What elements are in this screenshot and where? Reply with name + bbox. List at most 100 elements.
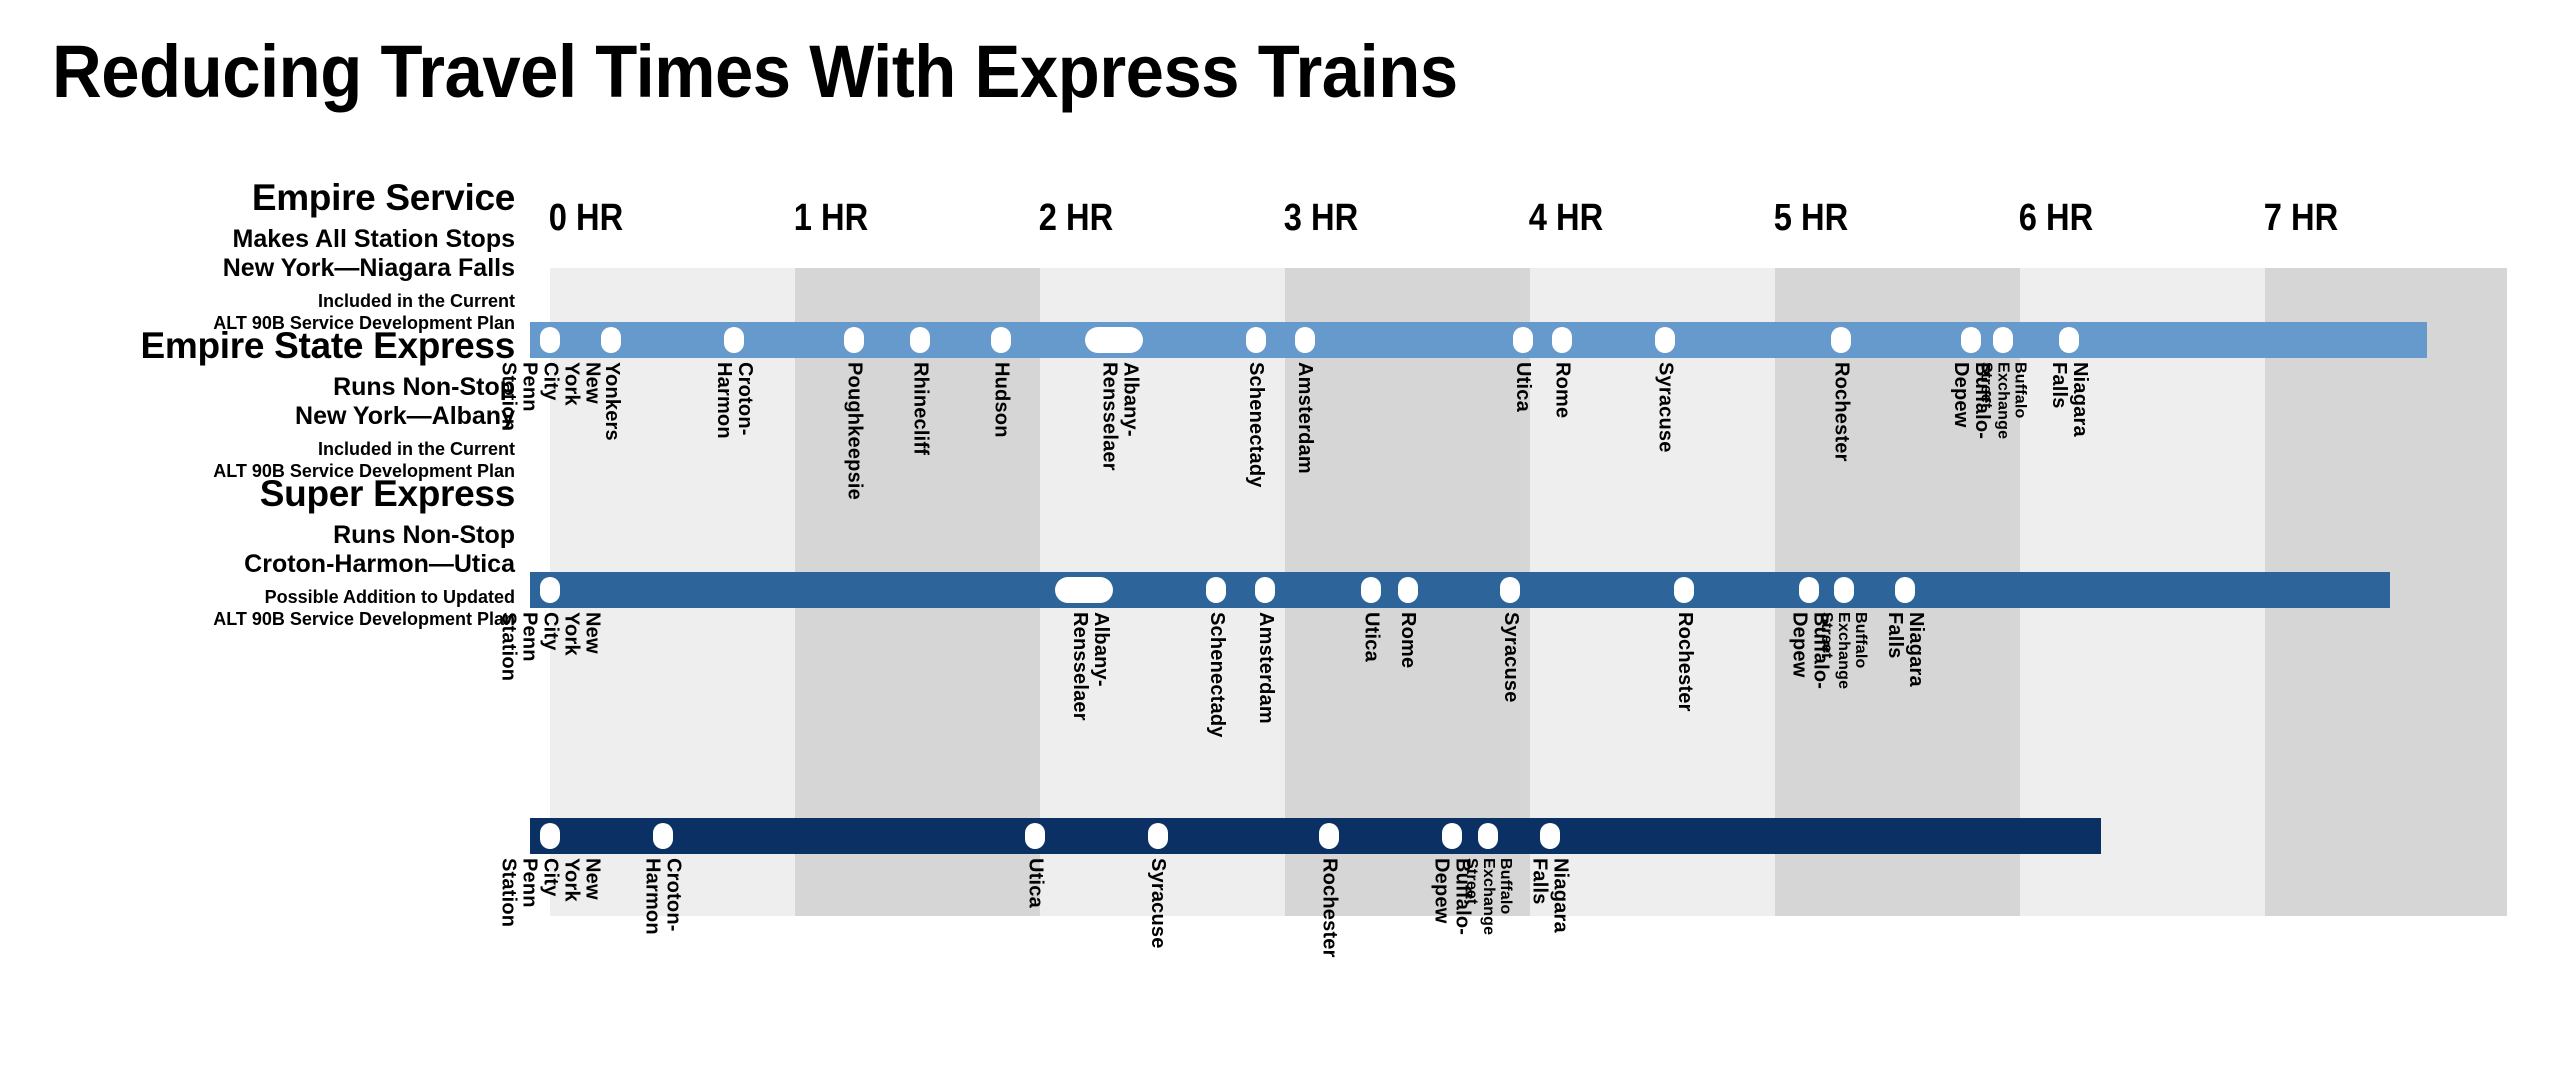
stop-label: Yonkers [600,362,623,441]
stop-marker[interactable] [652,823,673,849]
service-subtitle-line-2: New York—Niagara Falls [222,254,515,282]
stop-label: New York City Penn Station [497,858,604,928]
service-bar [530,322,2427,358]
stop-label: Buffalo-Depew [1430,858,1474,936]
stop-marker[interactable] [1360,577,1381,603]
stop-marker[interactable] [1055,577,1114,603]
stop-marker[interactable] [1500,577,1521,603]
stop-label: Rome [1397,612,1419,669]
hour-axis: 0 HR 1 HR 2 HR 3 HR 4 HR 5 HR 6 HR 7 HR [0,196,2568,252]
stop-label: Poughkeepsie [843,362,866,500]
hour-tick-label: 3 HR [1283,197,1359,239]
stop-label: Schenectady [1205,612,1228,738]
service-note-line-1: Possible Addition to Updated [264,587,515,607]
service-note-line-1: Included in the Current [317,291,515,311]
stop-marker[interactable] [1961,327,1981,353]
hour-tick-label: 5 HR [1773,197,1849,239]
service-name: Super Express [259,473,516,514]
stop-marker[interactable] [909,327,930,353]
stop-label: Syracuse [1499,612,1522,703]
hour-tick-label: 4 HR [1528,197,1604,239]
stop-label: Rome [1551,362,1574,419]
stop-marker[interactable] [1654,327,1675,353]
stop-marker[interactable] [540,577,560,603]
stop-label: Utica [1024,858,1047,908]
service-bar [530,818,2101,854]
stop-marker[interactable] [1025,823,1046,849]
stop-marker[interactable] [540,327,560,353]
stop-marker[interactable] [540,823,560,849]
stop-marker[interactable] [1084,327,1143,353]
stop-marker[interactable] [1831,327,1852,353]
stop-marker[interactable] [1551,327,1572,353]
service-subtitle-line-2: Croton-Harmon—Utica [244,550,515,578]
service-note-line-2: ALT 90B Service Development Plan [213,461,515,481]
stop-label: Croton- Harmon [641,858,685,935]
stop-label: Rochester [1318,858,1341,958]
stop-marker[interactable] [1147,823,1168,849]
stop-marker[interactable] [1512,327,1533,353]
stop-marker[interactable] [1539,823,1560,849]
stop-label: Hudson [990,362,1013,438]
stop-label: Niagara Falls [1528,858,1572,933]
service-name: Empire Service [251,177,515,218]
stop-label: New York City Penn Station [497,362,604,432]
stop-marker[interactable] [601,327,622,353]
stop-label: Buffalo-Depew [1788,612,1832,690]
stop-label: Buffalo Exchange Street [1977,362,2029,440]
stop-label: Buffalo Exchange Street [1818,612,1870,690]
stop-marker[interactable] [1674,577,1695,603]
stop-marker[interactable] [1894,577,1915,603]
stop-marker[interactable] [1319,823,1340,849]
stop-label: Albany- Rensselaer [1069,612,1113,721]
stop-marker[interactable] [1255,577,1276,603]
stop-marker[interactable] [1441,823,1462,849]
service-note-line-1: Included in the Current [317,439,515,459]
stop-marker[interactable] [1833,577,1854,603]
stop-label: Syracuse [1654,362,1677,453]
stop-marker[interactable] [1992,327,2013,353]
service-note-line-2: ALT 90B Service Development Plan [213,609,515,629]
stop-label: Buffalo-Depew [1950,362,1993,440]
hour-tick-label: 1 HR [793,197,869,239]
hour-tick-label: 0 HR [548,197,624,239]
stop-label: Schenectady [1245,362,1268,488]
stop-label: Croton- Harmon [712,362,756,439]
stop-label: Amsterdam [1254,612,1277,724]
stop-marker[interactable] [1294,327,1315,353]
stop-marker[interactable] [1478,823,1499,849]
service-bar [530,572,2390,608]
stop-marker[interactable] [723,327,744,353]
stop-label: Albany- Rensselaer [1098,362,1142,471]
stop-marker[interactable] [843,327,864,353]
stop-label: Syracuse [1147,858,1170,949]
stop-marker[interactable] [990,327,1011,353]
service-subtitle-line-1: Runs Non-Stop [333,373,515,401]
hour-tick-label: 2 HR [1038,197,1114,239]
stop-marker[interactable] [1397,577,1418,603]
hour-tick-label: 7 HR [2263,197,2339,239]
service-subtitle-line-1: Makes All Station Stops [232,225,515,253]
stop-label: Rhinecliff [909,362,932,456]
service-name: Empire State Express [140,325,516,366]
stop-label: Utica [1512,362,1535,412]
stop-label: Amsterdam [1294,362,1317,474]
service-subtitle-line-1: Runs Non-Stop [333,521,515,549]
service-note-line-2: ALT 90B Service Development Plan [213,313,515,333]
stop-marker[interactable] [1799,577,1820,603]
hour-tick-label: 6 HR [2018,197,2094,239]
stop-marker[interactable] [1206,577,1227,603]
stop-label: Niagara Falls [2048,362,2091,437]
stop-marker[interactable] [2059,327,2079,353]
stop-marker[interactable] [1245,327,1266,353]
